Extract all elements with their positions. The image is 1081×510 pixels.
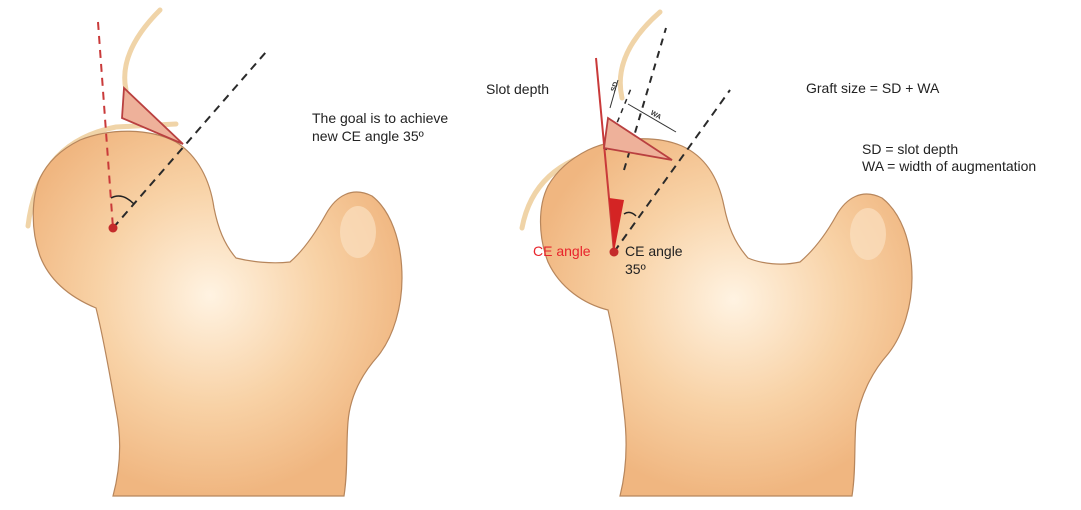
left-acetabulum-curve	[125, 10, 160, 90]
wa-definition: WA = width of augmentation	[862, 158, 1036, 175]
left-femur	[33, 131, 402, 496]
right-femoral-head-center	[610, 248, 619, 257]
right-femur	[541, 139, 913, 496]
left-femoral-head-center	[109, 224, 118, 233]
left-goal-text-line2: new CE angle 35º	[312, 128, 424, 145]
left-panel	[28, 10, 402, 496]
ce-angle-label-line2: 35º	[625, 261, 646, 278]
ce-angle-red-label: CE angle	[533, 243, 591, 260]
left-goal-text-line1: The goal is to achieve	[312, 110, 448, 127]
right-acetabulum-curve	[620, 12, 660, 98]
right-trochanter-highlight	[850, 208, 886, 260]
slot-depth-label: Slot depth	[486, 81, 549, 98]
ce-angle-label-line1: CE angle	[625, 243, 683, 260]
sd-definition: SD = slot depth	[862, 141, 958, 158]
wa-dimension-arrow	[628, 104, 676, 132]
graft-size-formula: Graft size = SD + WA	[806, 80, 939, 97]
left-trochanter-highlight	[340, 206, 376, 258]
